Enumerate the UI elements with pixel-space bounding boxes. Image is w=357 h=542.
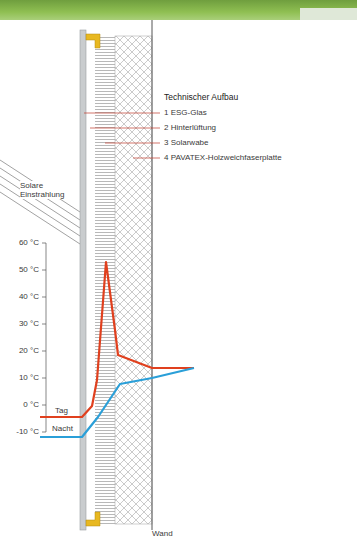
part-label: 3 Solarwabe bbox=[164, 138, 208, 147]
photo-detail bbox=[300, 8, 357, 20]
part-label: 4 PAVATEX-Holzweichfaserplatte bbox=[164, 153, 282, 162]
wall-line bbox=[152, 20, 153, 530]
axis-label: 50 °C bbox=[0, 265, 39, 274]
clip bbox=[86, 512, 100, 526]
clip bbox=[86, 34, 100, 48]
radiation-label: Solare Einstrahlung bbox=[20, 181, 70, 199]
axis-label: 0 °C bbox=[0, 400, 39, 409]
wood-fibre-board bbox=[115, 36, 152, 524]
series-label: Nacht bbox=[52, 424, 73, 433]
axis-label: 40 °C bbox=[0, 292, 39, 301]
leader-line bbox=[84, 113, 160, 158]
axis-label: 10 °C bbox=[0, 373, 39, 382]
day-curve bbox=[40, 262, 194, 417]
axis-label: -10 °C bbox=[0, 427, 39, 436]
section-heading: Technischer Aufbau bbox=[164, 93, 238, 103]
axis-label: 60 °C bbox=[0, 238, 39, 247]
solar-rays bbox=[0, 160, 80, 244]
series-label: Tag bbox=[55, 406, 68, 415]
part-label: 1 ESG-Glas bbox=[164, 108, 207, 117]
part-label: 2 Hinterlüftung bbox=[164, 123, 216, 132]
glass-pane bbox=[80, 30, 86, 530]
grass-photo bbox=[0, 0, 357, 20]
axis-label: 20 °C bbox=[0, 346, 39, 355]
axis-ticks bbox=[42, 243, 46, 432]
night-curve bbox=[40, 368, 194, 437]
axis-label: 30 °C bbox=[0, 319, 39, 328]
wall-label: Wand bbox=[152, 529, 173, 538]
